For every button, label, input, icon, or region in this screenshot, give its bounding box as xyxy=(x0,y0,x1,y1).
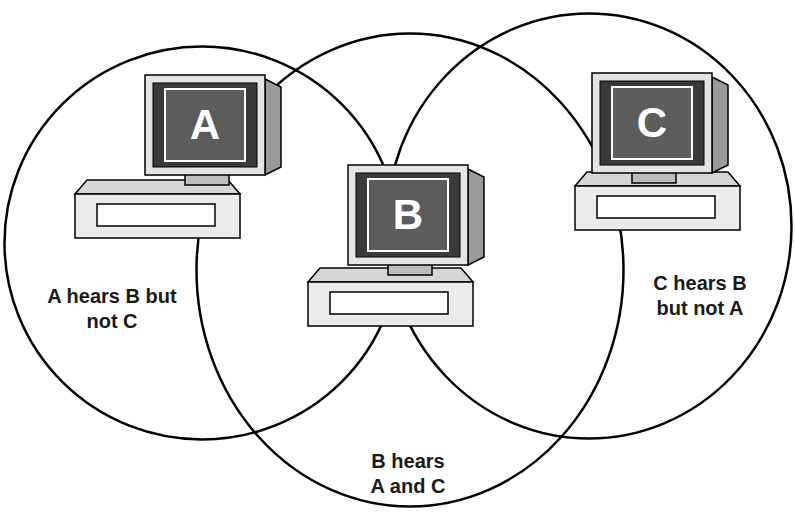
circle-outline xyxy=(385,12,793,440)
screen-letter: B xyxy=(393,194,423,236)
range-caption: B hears A and C xyxy=(362,449,454,499)
range-circle-line xyxy=(5,47,400,440)
range-circle: C hears B but not A xyxy=(385,12,793,440)
screen-letter: C xyxy=(637,102,667,144)
computer-a xyxy=(75,75,281,238)
range-circle: B hears A and C xyxy=(195,32,625,508)
range-caption: C hears B but not A xyxy=(635,271,765,321)
computer-b xyxy=(308,165,484,326)
screen-letter: A xyxy=(190,104,220,146)
circle-outline xyxy=(195,32,625,508)
computer-c xyxy=(575,73,740,230)
range-caption: A hears B but not C xyxy=(47,284,177,334)
range-circle-line xyxy=(387,14,792,439)
